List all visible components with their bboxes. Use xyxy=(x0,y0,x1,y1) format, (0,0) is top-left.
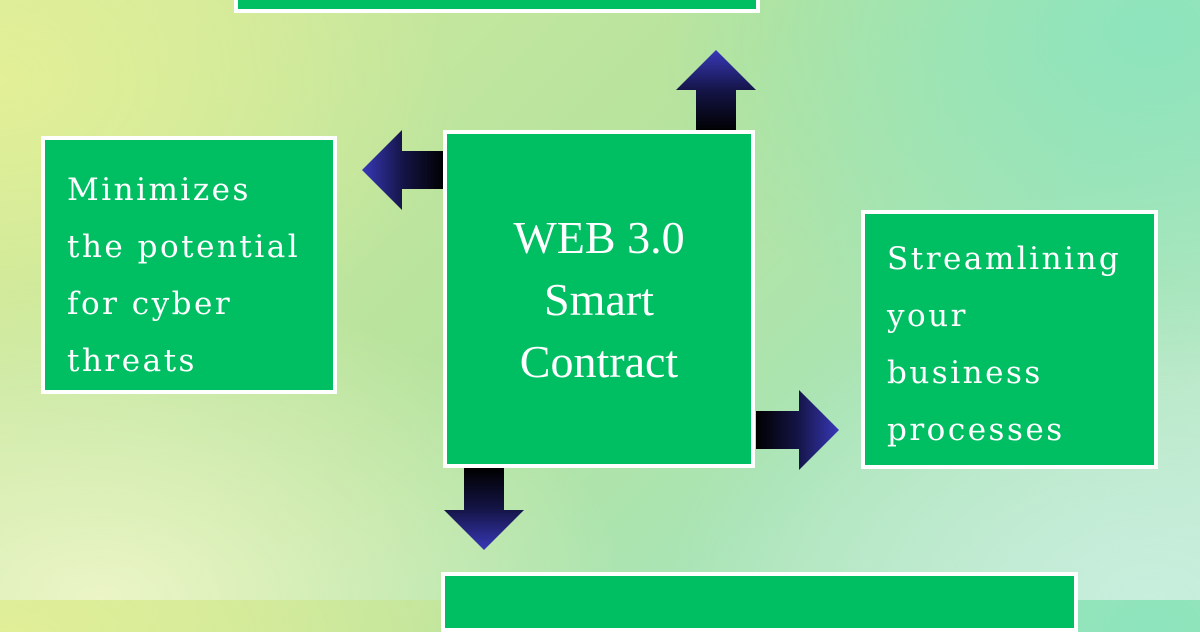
arrow-up-icon xyxy=(676,50,756,132)
center-title-line: Contract xyxy=(519,336,679,387)
left-box-line: for cyber xyxy=(67,286,233,322)
left-box-text: Minimizes the potential for cyber threat… xyxy=(67,162,300,390)
arrow-left-icon xyxy=(362,130,445,210)
left-box: Minimizes the potential for cyber threat… xyxy=(41,136,337,394)
right-box-text: Streamlining your business processes xyxy=(887,231,1121,459)
center-box: WEB 3.0 Smart Contract xyxy=(443,130,755,468)
center-title-line: Smart xyxy=(544,274,654,325)
arrow-right-icon xyxy=(756,390,839,470)
center-title: WEB 3.0 Smart Contract xyxy=(447,207,751,393)
left-box-line: Minimizes xyxy=(67,172,251,208)
right-box-line: business xyxy=(887,355,1043,391)
arrow-down-icon xyxy=(444,468,524,550)
center-title-line: WEB 3.0 xyxy=(513,212,685,263)
right-box: Streamlining your business processes xyxy=(861,210,1158,469)
right-box-line: your xyxy=(887,298,968,334)
left-box-line: the potential xyxy=(67,229,301,265)
right-box-line: Streamlining xyxy=(887,241,1122,277)
top-box xyxy=(234,0,760,13)
left-box-line: threats xyxy=(67,343,197,379)
bottom-box xyxy=(441,572,1078,632)
right-box-line: processes xyxy=(887,412,1065,448)
